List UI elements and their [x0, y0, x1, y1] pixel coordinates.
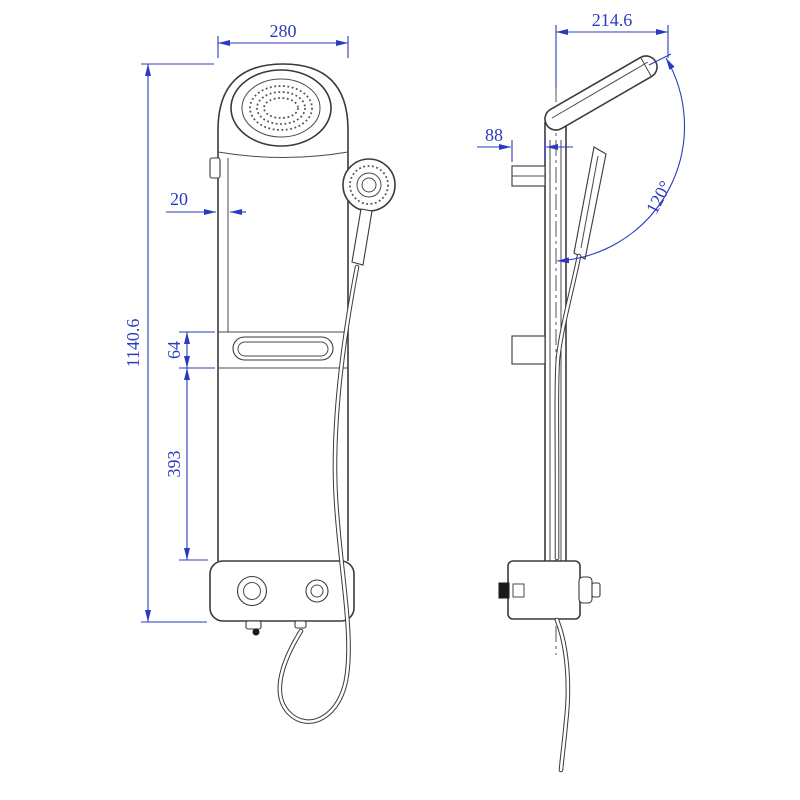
hand-shower-side [573, 146, 607, 260]
dim-side-depth: 214.6 [555, 10, 669, 88]
dim-label-front-width: 280 [270, 21, 297, 41]
shower-arm [544, 55, 658, 131]
hand-shower [342, 158, 396, 266]
valve-knob [578, 576, 593, 604]
mount-clip [209, 157, 221, 179]
inlet-fitting [498, 582, 510, 599]
dim-rail-width: 20 [166, 189, 246, 215]
dim-outlet-to-base: 393 [164, 368, 208, 561]
left-knob [236, 575, 268, 607]
inlet-hose [554, 617, 571, 773]
dim-label-overall-height: 1140.6 [123, 319, 143, 368]
shower-hose [277, 264, 360, 724]
dim-label-rail-width: 20 [170, 189, 188, 209]
dim-label-head-angle: 120° [642, 177, 676, 217]
dim-bracket-depth: 88 [477, 125, 573, 162]
dim-outlet-height: 64 [164, 331, 215, 369]
dim-label-outlet-to-base: 393 [164, 451, 184, 478]
control-panel [209, 560, 355, 636]
drain-nub [252, 628, 260, 636]
dimensions: 280 1140.6 20 64 393 [123, 10, 685, 623]
hand-shower-handle [351, 208, 373, 266]
outlet-stub-right [294, 620, 307, 629]
panel-head-seam [217, 151, 349, 158]
rain-head [230, 69, 332, 147]
hose-side [554, 253, 582, 561]
dim-label-bracket-depth: 88 [485, 125, 503, 145]
side-view [498, 55, 658, 773]
outlet-stub-left [245, 620, 262, 630]
wall-bracket-mid [511, 335, 546, 365]
right-knob [305, 579, 329, 603]
dim-label-outlet-height: 64 [164, 341, 184, 359]
dim-front-width: 280 [217, 21, 349, 58]
panel-outline [217, 63, 349, 561]
front-view [209, 63, 396, 724]
dim-label-side-depth: 214.6 [592, 10, 633, 30]
rain-head-texture [249, 85, 313, 131]
valve-box [498, 560, 601, 620]
waterfall-outlet [218, 331, 348, 369]
dim-overall-height: 1140.6 [123, 63, 214, 623]
